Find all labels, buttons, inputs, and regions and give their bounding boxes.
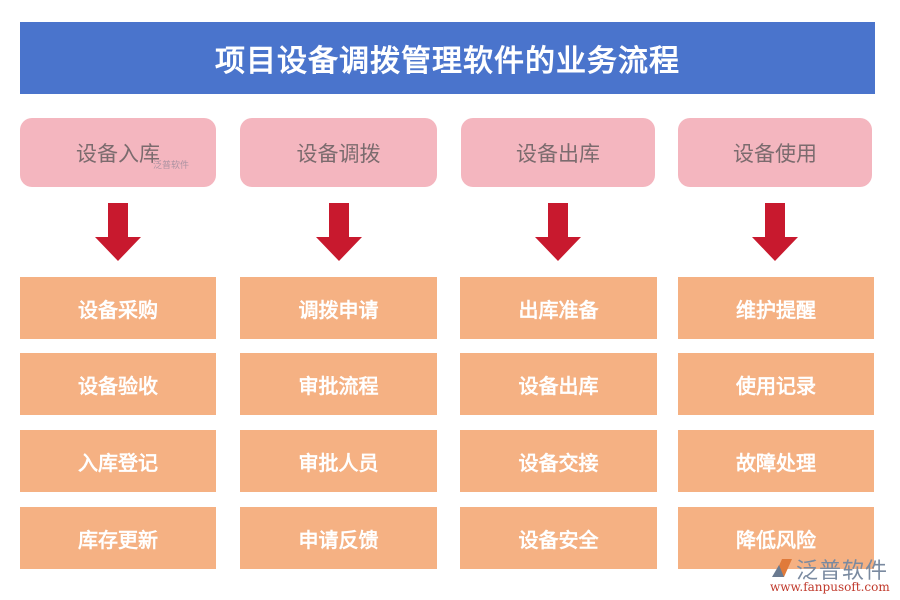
step-label: 调拨申请 — [298, 297, 379, 322]
step-label: 使用记录 — [736, 373, 816, 398]
step-label: 库存更新 — [78, 527, 158, 552]
step-box: 设备采购 — [20, 277, 216, 339]
step-box: 使用记录 — [678, 353, 874, 415]
step-box: 降低风险 — [678, 507, 874, 569]
step-box: 调拨申请 — [240, 277, 437, 339]
down-arrow-icon — [752, 203, 798, 261]
logo: 泛普软件 www.fanpusoft.com — [770, 553, 895, 594]
stage-box: 设备调拨 — [240, 118, 437, 187]
stage-box: 设备出库 — [461, 118, 655, 187]
step-box: 申请反馈 — [240, 507, 437, 569]
page-title: 项目设备调拨管理软件的业务流程 — [20, 22, 875, 94]
step-box: 故障处理 — [678, 430, 874, 492]
stage-label: 设备使用 — [733, 141, 817, 166]
step-label: 申请反馈 — [298, 527, 379, 552]
down-arrow-icon — [95, 203, 141, 261]
step-label: 审批人员 — [298, 450, 379, 475]
step-box: 设备交接 — [460, 430, 657, 492]
step-label: 设备安全 — [518, 527, 599, 552]
step-box: 设备安全 — [460, 507, 657, 569]
step-box: 设备出库 — [460, 353, 657, 415]
logo-url: www.fanpusoft.com — [770, 580, 890, 594]
step-box: 设备验收 — [20, 353, 216, 415]
stage-box: 设备入库泛普软件 — [20, 118, 216, 187]
step-label: 设备验收 — [78, 373, 158, 398]
step-label: 入库登记 — [78, 450, 158, 475]
down-arrow-icon — [535, 203, 581, 261]
logo-icon — [772, 559, 792, 577]
step-label: 设备出库 — [518, 373, 599, 398]
step-box: 维护提醒 — [678, 277, 874, 339]
step-label: 维护提醒 — [736, 297, 816, 322]
step-box: 库存更新 — [20, 507, 216, 569]
step-label: 降低风险 — [736, 527, 816, 552]
step-box: 审批流程 — [240, 353, 437, 415]
stage-label: 设备出库 — [516, 141, 600, 166]
step-label: 设备采购 — [78, 297, 158, 322]
stage-box: 设备使用 — [678, 118, 872, 187]
step-label: 设备交接 — [518, 450, 599, 475]
step-box: 审批人员 — [240, 430, 437, 492]
step-label: 出库准备 — [518, 297, 599, 322]
watermark: 泛普软件 — [153, 161, 190, 171]
logo-name: 泛普软件 — [796, 559, 889, 584]
step-box: 出库准备 — [460, 277, 657, 339]
stage-label: 设备调拨 — [296, 141, 381, 166]
down-arrow-icon — [315, 203, 362, 261]
step-label: 审批流程 — [298, 373, 379, 398]
stage-label: 设备入库 — [76, 141, 160, 166]
step-box: 入库登记 — [20, 430, 216, 492]
step-label: 故障处理 — [736, 450, 816, 475]
